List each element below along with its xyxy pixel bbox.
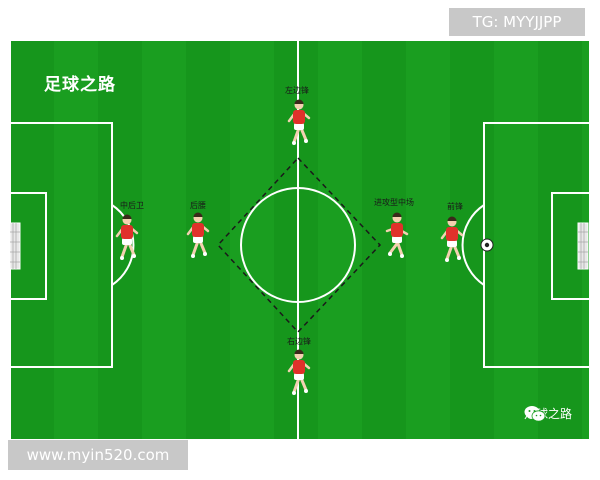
player-right-winger [287, 349, 311, 395]
label-left-winger: 左边锋 [285, 86, 309, 95]
label-forward: 前锋 [447, 202, 463, 211]
brand-title: 足球之路 [44, 75, 116, 95]
left-penalty-box [10, 122, 113, 368]
label-right-winger: 右边锋 [287, 337, 311, 346]
football-icon [480, 238, 494, 252]
label-center-back: 中后卫 [120, 201, 144, 210]
wechat-icon [524, 406, 546, 422]
right-goal-area [551, 192, 590, 300]
player-forward [440, 216, 464, 262]
right-penalty-box [483, 122, 590, 368]
football-pitch: 足球之路 左边锋 中后卫 后腰 进攻型中场 前锋 右边锋 足球之路 [10, 40, 590, 440]
tg-badge: TG: MYYJJPP [449, 8, 585, 36]
player-attacking-mid [385, 212, 409, 258]
url-badge: www.myin520.com [8, 440, 188, 470]
player-defensive-mid [186, 212, 210, 258]
wechat-watermark: 足球之路 [524, 405, 572, 422]
goal-net-icon [577, 222, 589, 270]
player-center-back [115, 214, 139, 260]
right-penalty-arc [461, 204, 485, 286]
player-left-winger [287, 99, 311, 145]
pitch-markings [10, 40, 590, 440]
goal-net-icon [10, 222, 21, 270]
left-goal-area [10, 192, 47, 300]
center-circle [240, 187, 356, 303]
label-attacking-mid: 进攻型中场 [374, 198, 414, 207]
left-penalty-arc [111, 204, 135, 286]
label-defensive-mid: 后腰 [190, 201, 206, 210]
diamond-formation-outline [216, 156, 382, 334]
